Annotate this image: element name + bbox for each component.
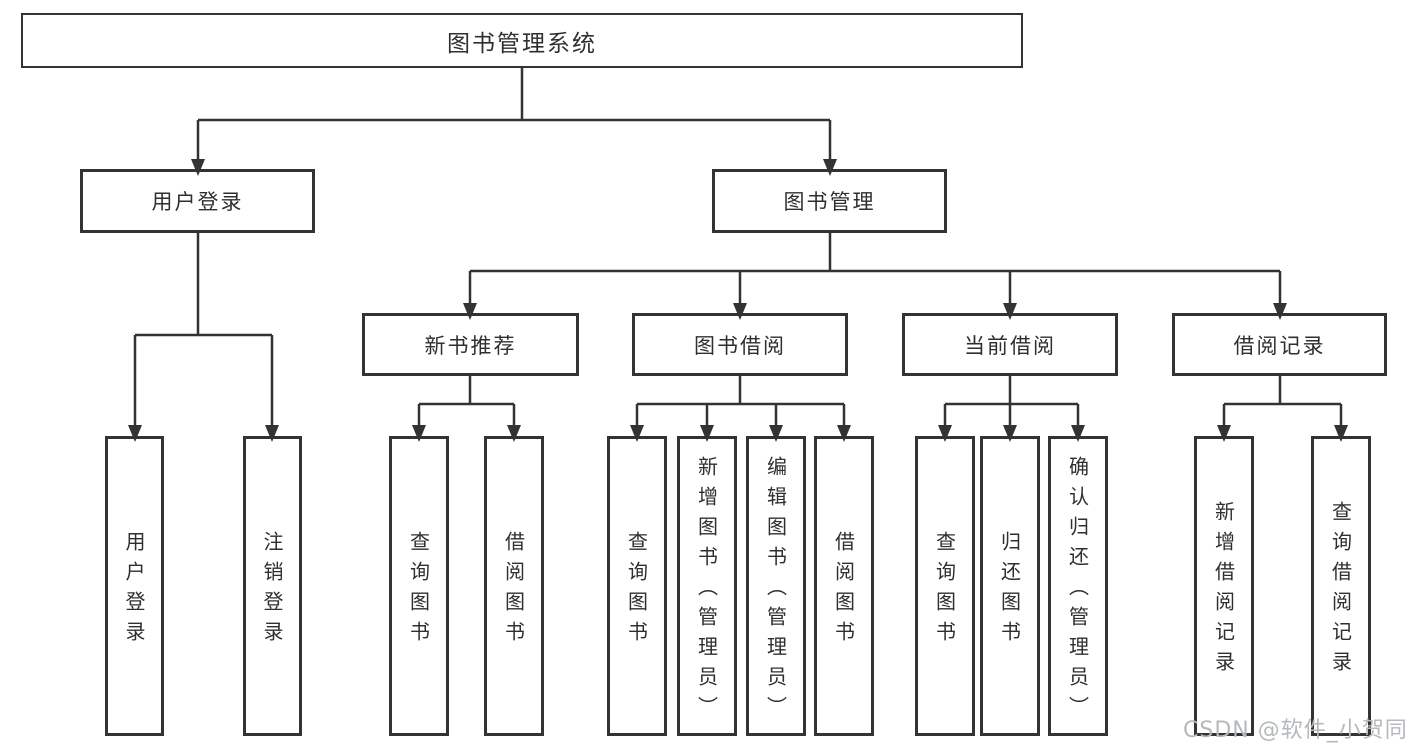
node-label: 用户登录 bbox=[151, 190, 244, 214]
node-book-management: 图书管理 bbox=[712, 169, 947, 233]
node-label: 借阅记录 bbox=[1233, 333, 1326, 358]
leaf-label: 查询图书 bbox=[624, 531, 649, 651]
leaf-label: 新增图书（管理员） bbox=[694, 456, 719, 726]
leaf-bb-edit-books-admin: 编辑图书（管理员） bbox=[746, 436, 806, 736]
leaf-label: 查询图书 bbox=[406, 531, 431, 651]
leaf-bb-add-books-admin: 新增图书（管理员） bbox=[677, 436, 737, 736]
csdn-watermark: CSDN @软件_小贺同学 bbox=[1183, 718, 1405, 743]
leaf-label: 用户登录 bbox=[122, 531, 146, 651]
leaf-cb-query-books: 查询图书 bbox=[915, 436, 975, 736]
leaf-nb-query-books: 查询图书 bbox=[389, 436, 449, 736]
leaf-nb-borrow-books: 借阅图书 bbox=[484, 436, 544, 736]
node-new-book-recommendation: 新书推荐 bbox=[362, 313, 579, 376]
leaf-label: 注销登录 bbox=[260, 531, 284, 651]
leaf-cb-confirm-return-admin: 确认归还（管理员） bbox=[1048, 436, 1108, 736]
leaf-label: 查询借阅记录 bbox=[1328, 501, 1353, 681]
leaf-bb-query-books: 查询图书 bbox=[607, 436, 667, 736]
node-book-borrowing: 图书借阅 bbox=[632, 313, 848, 376]
leaf-label: 编辑图书（管理员） bbox=[763, 456, 788, 726]
node-current-borrowing: 当前借阅 bbox=[902, 313, 1118, 376]
leaf-label: 借阅图书 bbox=[501, 531, 526, 651]
node-borrowing-records: 借阅记录 bbox=[1172, 313, 1387, 376]
leaf-label: 查询图书 bbox=[932, 531, 957, 651]
node-label: 新书推荐 bbox=[424, 333, 517, 358]
leaf-bb-borrow-books: 借阅图书 bbox=[814, 436, 874, 736]
node-label: 图书借阅 bbox=[694, 333, 786, 358]
node-root: 图书管理系统 bbox=[21, 13, 1023, 68]
node-label: 图书管理系统 bbox=[447, 30, 597, 57]
leaf-label: 确认归还（管理员） bbox=[1065, 456, 1090, 726]
leaf-br-add-record: 新增借阅记录 bbox=[1194, 436, 1254, 736]
leaf-label: 归还图书 bbox=[997, 531, 1022, 651]
leaf-label: 借阅图书 bbox=[831, 531, 856, 651]
node-user-login: 用户登录 bbox=[80, 169, 315, 233]
leaf-logout: 注销登录 bbox=[243, 436, 302, 736]
leaf-user-login: 用户登录 bbox=[105, 436, 164, 736]
leaf-cb-return-books: 归还图书 bbox=[980, 436, 1040, 736]
leaf-label: 新增借阅记录 bbox=[1211, 501, 1236, 681]
node-label: 图书管理 bbox=[783, 190, 876, 214]
leaf-br-query-record: 查询借阅记录 bbox=[1311, 436, 1371, 736]
node-label: 当前借阅 bbox=[964, 333, 1056, 358]
